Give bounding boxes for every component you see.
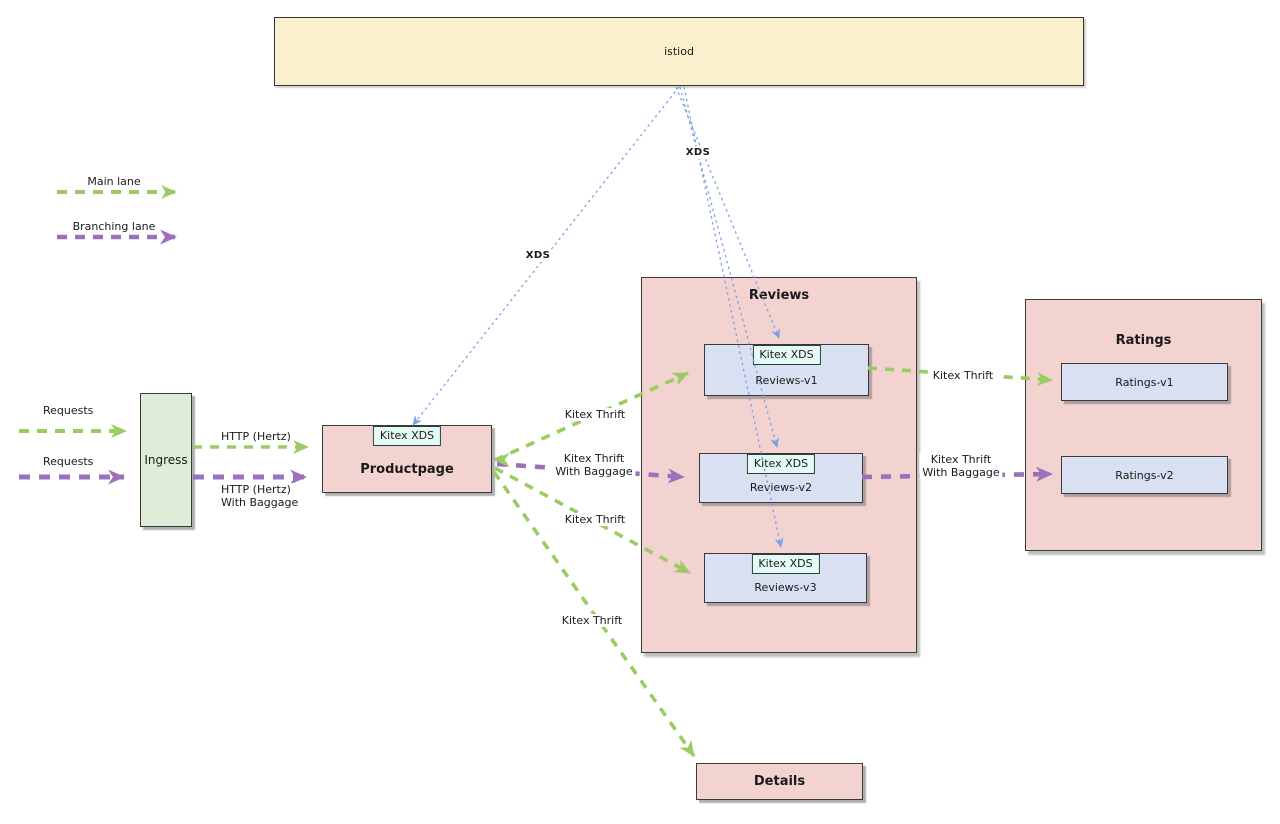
reviews-group: Reviews Kitex XDS Reviews-v1 Kitex XDS R… (641, 277, 917, 653)
reviews-v1-label: Reviews-v1 (755, 374, 818, 387)
ingress-label: Ingress (144, 453, 188, 467)
xds-productpage-label: XDS (522, 249, 554, 262)
reviews-v2-kitex-xds-badge: Kitex XDS (746, 454, 816, 474)
reviews-group-title: Reviews (748, 288, 810, 303)
kitex-thrift-ratings-v1-label: Kitex Thrift (929, 369, 997, 382)
reviews-v3-kitex-xds-badge: Kitex XDS (751, 554, 820, 574)
ingress-node: Ingress (140, 393, 192, 527)
details-node: Details (696, 763, 863, 800)
return-arrowhead (494, 452, 510, 468)
ratings-v2-label: Ratings-v2 (1115, 468, 1174, 482)
ratings-v2-node: Ratings-v2 (1061, 456, 1228, 494)
details-label: Details (753, 774, 806, 789)
reviews-v3-label: Reviews-v3 (754, 581, 817, 594)
istiod-node: istiod (274, 17, 1084, 86)
legend-main-lane-label: Main lane (84, 175, 144, 188)
requests-branching-label: Requests (40, 455, 97, 468)
ratings-v1-node: Ratings-v1 (1061, 363, 1228, 401)
reviews-v1-node: Kitex XDS Reviews-v1 (704, 344, 869, 396)
reviews-v2-node: Kitex XDS Reviews-v2 (699, 453, 863, 503)
productpage-kitex-xds-badge: Kitex XDS (372, 426, 442, 446)
legend-branching-lane-label: Branching lane (69, 220, 159, 233)
requests-main-label: Requests (40, 404, 97, 417)
ratings-group-title: Ratings (1115, 333, 1172, 348)
kitex-thrift-details-label: Kitex Thrift (558, 614, 626, 627)
reviews-v2-label: Reviews-v2 (749, 481, 813, 494)
kitex-thrift-v3-label: Kitex Thrift (561, 513, 629, 526)
ratings-group: Ratings Ratings-v1 Ratings-v2 (1025, 299, 1262, 551)
ratings-v1-label: Ratings-v1 (1115, 375, 1174, 389)
http-hertz-baggage-label: HTTP (Hertz) With Baggage (218, 483, 302, 509)
xds-reviews-label: XDS (682, 146, 714, 159)
kitex-thrift-baggage-ratings-v2-label: Kitex Thrift With Baggage (919, 453, 1003, 479)
productpage-node: Kitex XDS Productpage (322, 425, 492, 493)
reviews-v3-node: Kitex XDS Reviews-v3 (704, 553, 867, 603)
http-hertz-label: HTTP (Hertz) (218, 430, 294, 443)
kitex-thrift-baggage-v2-label: Kitex Thrift With Baggage (552, 452, 636, 478)
kitex-thrift-v1-label: Kitex Thrift (561, 408, 629, 421)
istiod-label: istiod (664, 45, 694, 58)
reviews-v1-kitex-xds-badge: Kitex XDS (752, 345, 821, 365)
productpage-label: Productpage (360, 462, 454, 477)
